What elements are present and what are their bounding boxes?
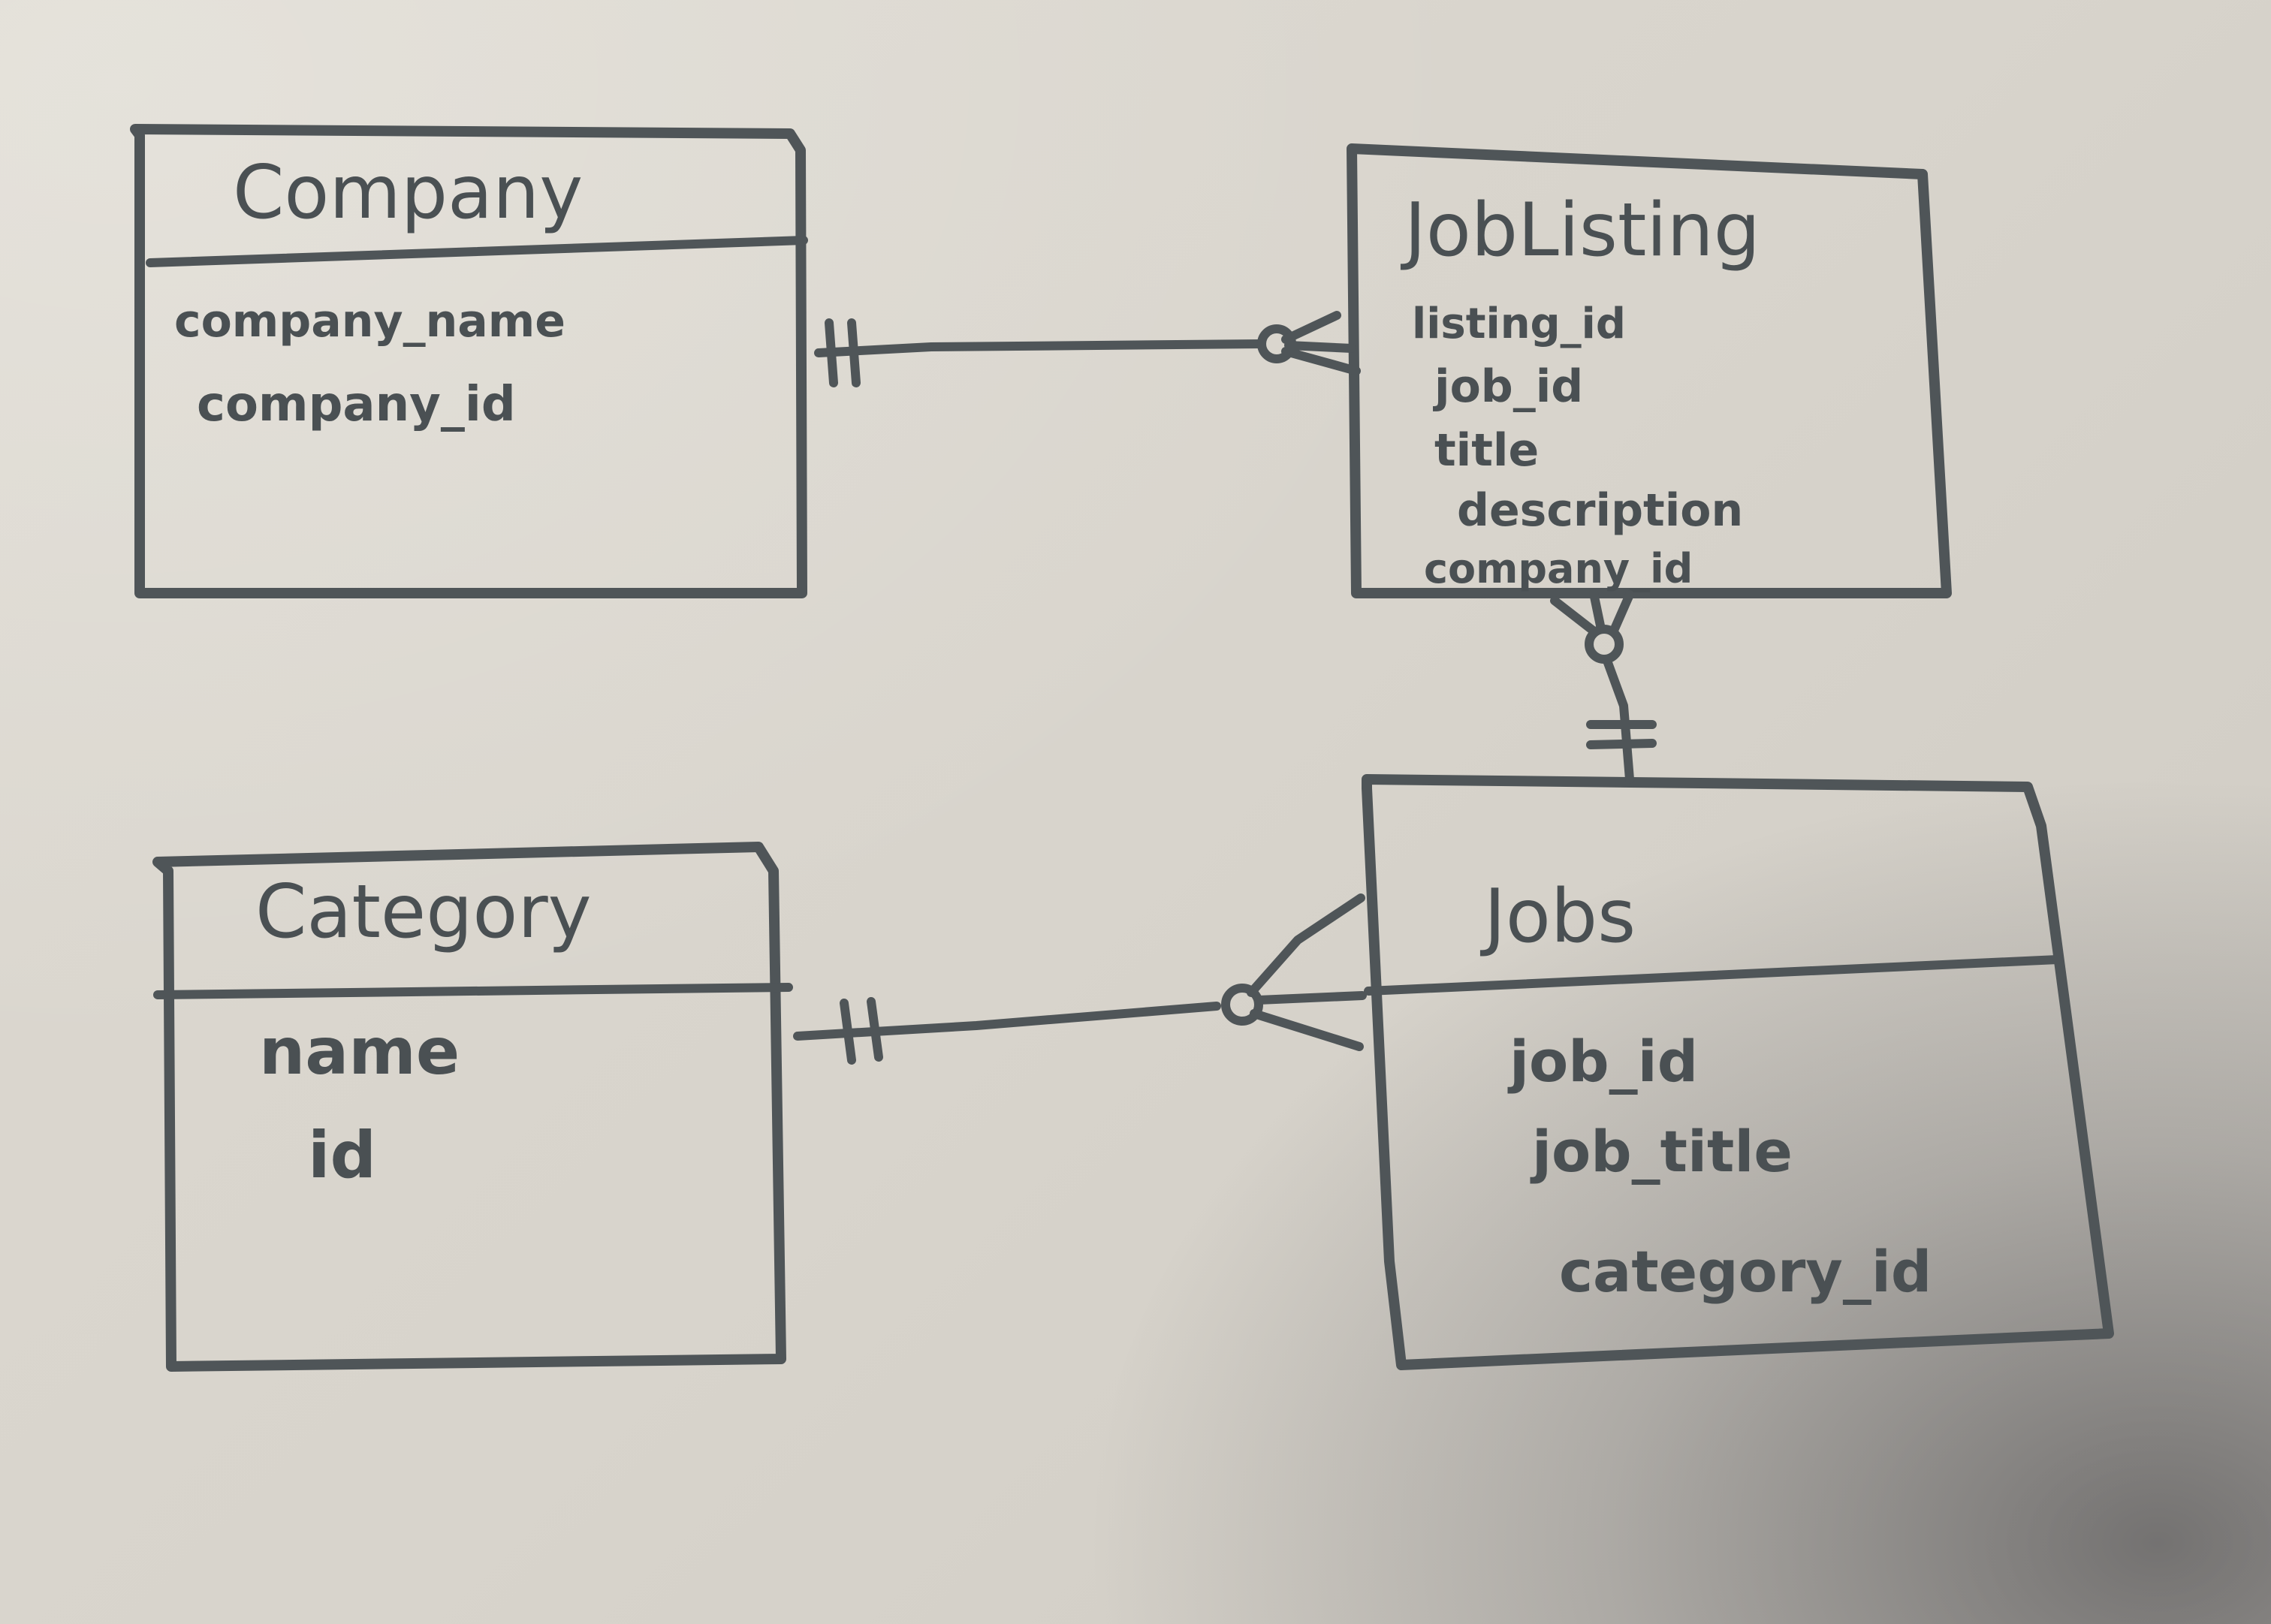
joblisting-box — [1347, 143, 1952, 598]
joblisting-attr-1: listing_id — [1412, 300, 1626, 348]
category-attr-2: id — [308, 1118, 376, 1193]
category-one-marker — [840, 997, 883, 1065]
jobs-attr-1: job_id — [1507, 1028, 1698, 1095]
joblisting-attr-4: description — [1457, 484, 1743, 537]
entity-company[interactable]: Company company_name company_id — [130, 124, 808, 598]
jobs-attr-2: job_title — [1530, 1118, 1793, 1185]
company-joblisting-line — [814, 339, 1266, 357]
joblisting-attr-5: company_id — [1424, 545, 1693, 592]
entity-category[interactable]: Category name id — [152, 842, 793, 1372]
company-attr-2: company_id — [197, 377, 516, 432]
entity-jobs[interactable]: Jobs job_id job_title category_id — [1362, 774, 2114, 1370]
company-header-divider — [146, 236, 808, 267]
relationship-company-joblisting[interactable] — [814, 311, 1361, 387]
company-title: Company — [233, 150, 583, 236]
joblisting-many-marker — [1281, 311, 1361, 375]
relationship-category-jobs[interactable] — [793, 893, 1367, 1065]
company-attr-1: company_name — [174, 295, 565, 348]
company-one-marker — [825, 318, 861, 387]
jobs-one-marker — [1586, 720, 1657, 749]
category-jobs-line — [793, 1002, 1221, 1041]
joblisting-attr-2: job_id — [1433, 360, 1583, 413]
category-attr-1: name — [259, 1014, 460, 1089]
company-box — [130, 124, 807, 598]
joblisting-title: JobListing — [1400, 188, 1760, 273]
jobs-many-marker — [1247, 893, 1367, 1051]
joblisting-attr-3: title — [1434, 424, 1539, 477]
jobs-box — [1362, 774, 2114, 1370]
relationship-jobs-joblisting[interactable] — [1550, 589, 1657, 784]
jobs-joblisting-line — [1603, 656, 1634, 784]
category-box — [152, 842, 786, 1372]
jobs-title: Jobs — [1479, 874, 1636, 960]
jobs-header-divider — [1364, 955, 2062, 996]
joblisting-many-marker-2 — [1550, 589, 1634, 637]
category-header-divider — [153, 983, 793, 999]
category-title: Category — [255, 869, 592, 955]
jobs-attr-3: category_id — [1559, 1238, 1932, 1305]
entity-joblisting[interactable]: JobListing listing_id job_id title descr… — [1347, 143, 1952, 598]
